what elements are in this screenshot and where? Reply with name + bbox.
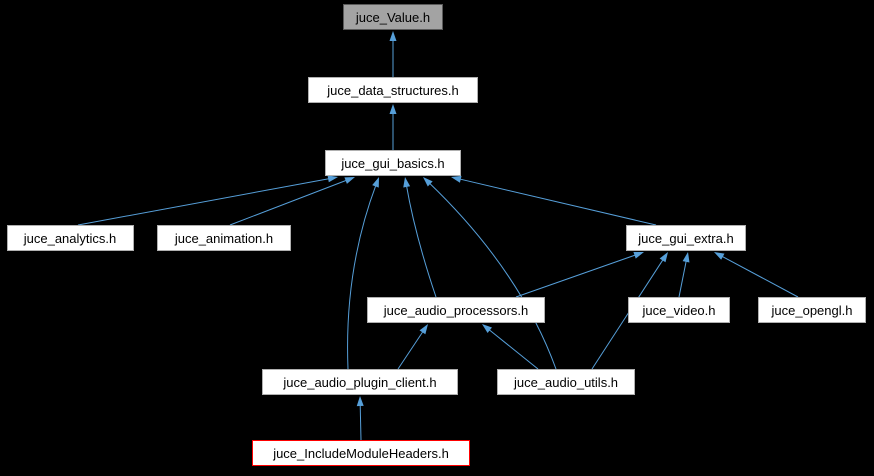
node-value[interactable]: juce_Value.h <box>343 4 443 30</box>
arrowhead-icon <box>389 104 397 114</box>
edge-audio_utils-to-audio_processors <box>487 328 539 370</box>
edge-gui_extra-to-gui_basics <box>458 178 657 226</box>
node-audio_processors[interactable]: juce_audio_processors.h <box>367 297 545 323</box>
node-animation[interactable]: juce_animation.h <box>157 225 291 251</box>
node-audio_utils[interactable]: juce_audio_utils.h <box>497 369 635 395</box>
node-plugin_client[interactable]: juce_audio_plugin_client.h <box>262 369 458 395</box>
edge-opengl-to-gui_extra <box>720 255 799 298</box>
arrowhead-icon <box>344 177 355 184</box>
node-include_headers[interactable]: juce_IncludeModuleHeaders.h <box>252 440 470 466</box>
edge-animation-to-gui_basics <box>229 179 348 226</box>
edge-audio_processors-to-gui_basics <box>405 184 437 298</box>
edge-plugin_client-to-gui_basics <box>347 184 377 370</box>
node-gui_extra[interactable]: juce_gui_extra.h <box>626 225 746 251</box>
edge-video-to-gui_extra <box>678 259 687 298</box>
node-opengl[interactable]: juce_opengl.h <box>758 297 866 323</box>
edge-include_headers-to-plugin_client <box>359 403 362 441</box>
edge-audio_utils-to-gui_extra <box>591 258 665 370</box>
arrowhead-icon <box>356 396 364 407</box>
arrowhead-icon <box>372 177 379 188</box>
arrowhead-icon <box>423 177 433 187</box>
arrowhead-icon <box>682 252 690 263</box>
arrowhead-icon <box>389 31 397 41</box>
arrowhead-icon <box>403 177 411 188</box>
node-data_structures[interactable]: juce_data_structures.h <box>308 77 478 103</box>
edge-audio_processors-to-gui_extra <box>515 254 637 298</box>
node-gui_basics[interactable]: juce_gui_basics.h <box>325 150 461 176</box>
arrowhead-icon <box>633 252 644 259</box>
arrowhead-icon <box>451 175 462 183</box>
edge-analytics-to-gui_basics <box>77 177 331 226</box>
arrowhead-icon <box>327 175 338 183</box>
edge-audio_utils-to-gui_basics <box>428 182 557 370</box>
node-video[interactable]: juce_video.h <box>628 297 730 323</box>
arrowhead-icon <box>482 324 492 333</box>
edge-plugin_client-to-audio_processors <box>397 330 424 370</box>
node-analytics[interactable]: juce_analytics.h <box>6 225 134 251</box>
arrowhead-icon <box>659 252 668 263</box>
arrowhead-icon <box>419 324 428 335</box>
arrowhead-icon <box>714 252 725 260</box>
